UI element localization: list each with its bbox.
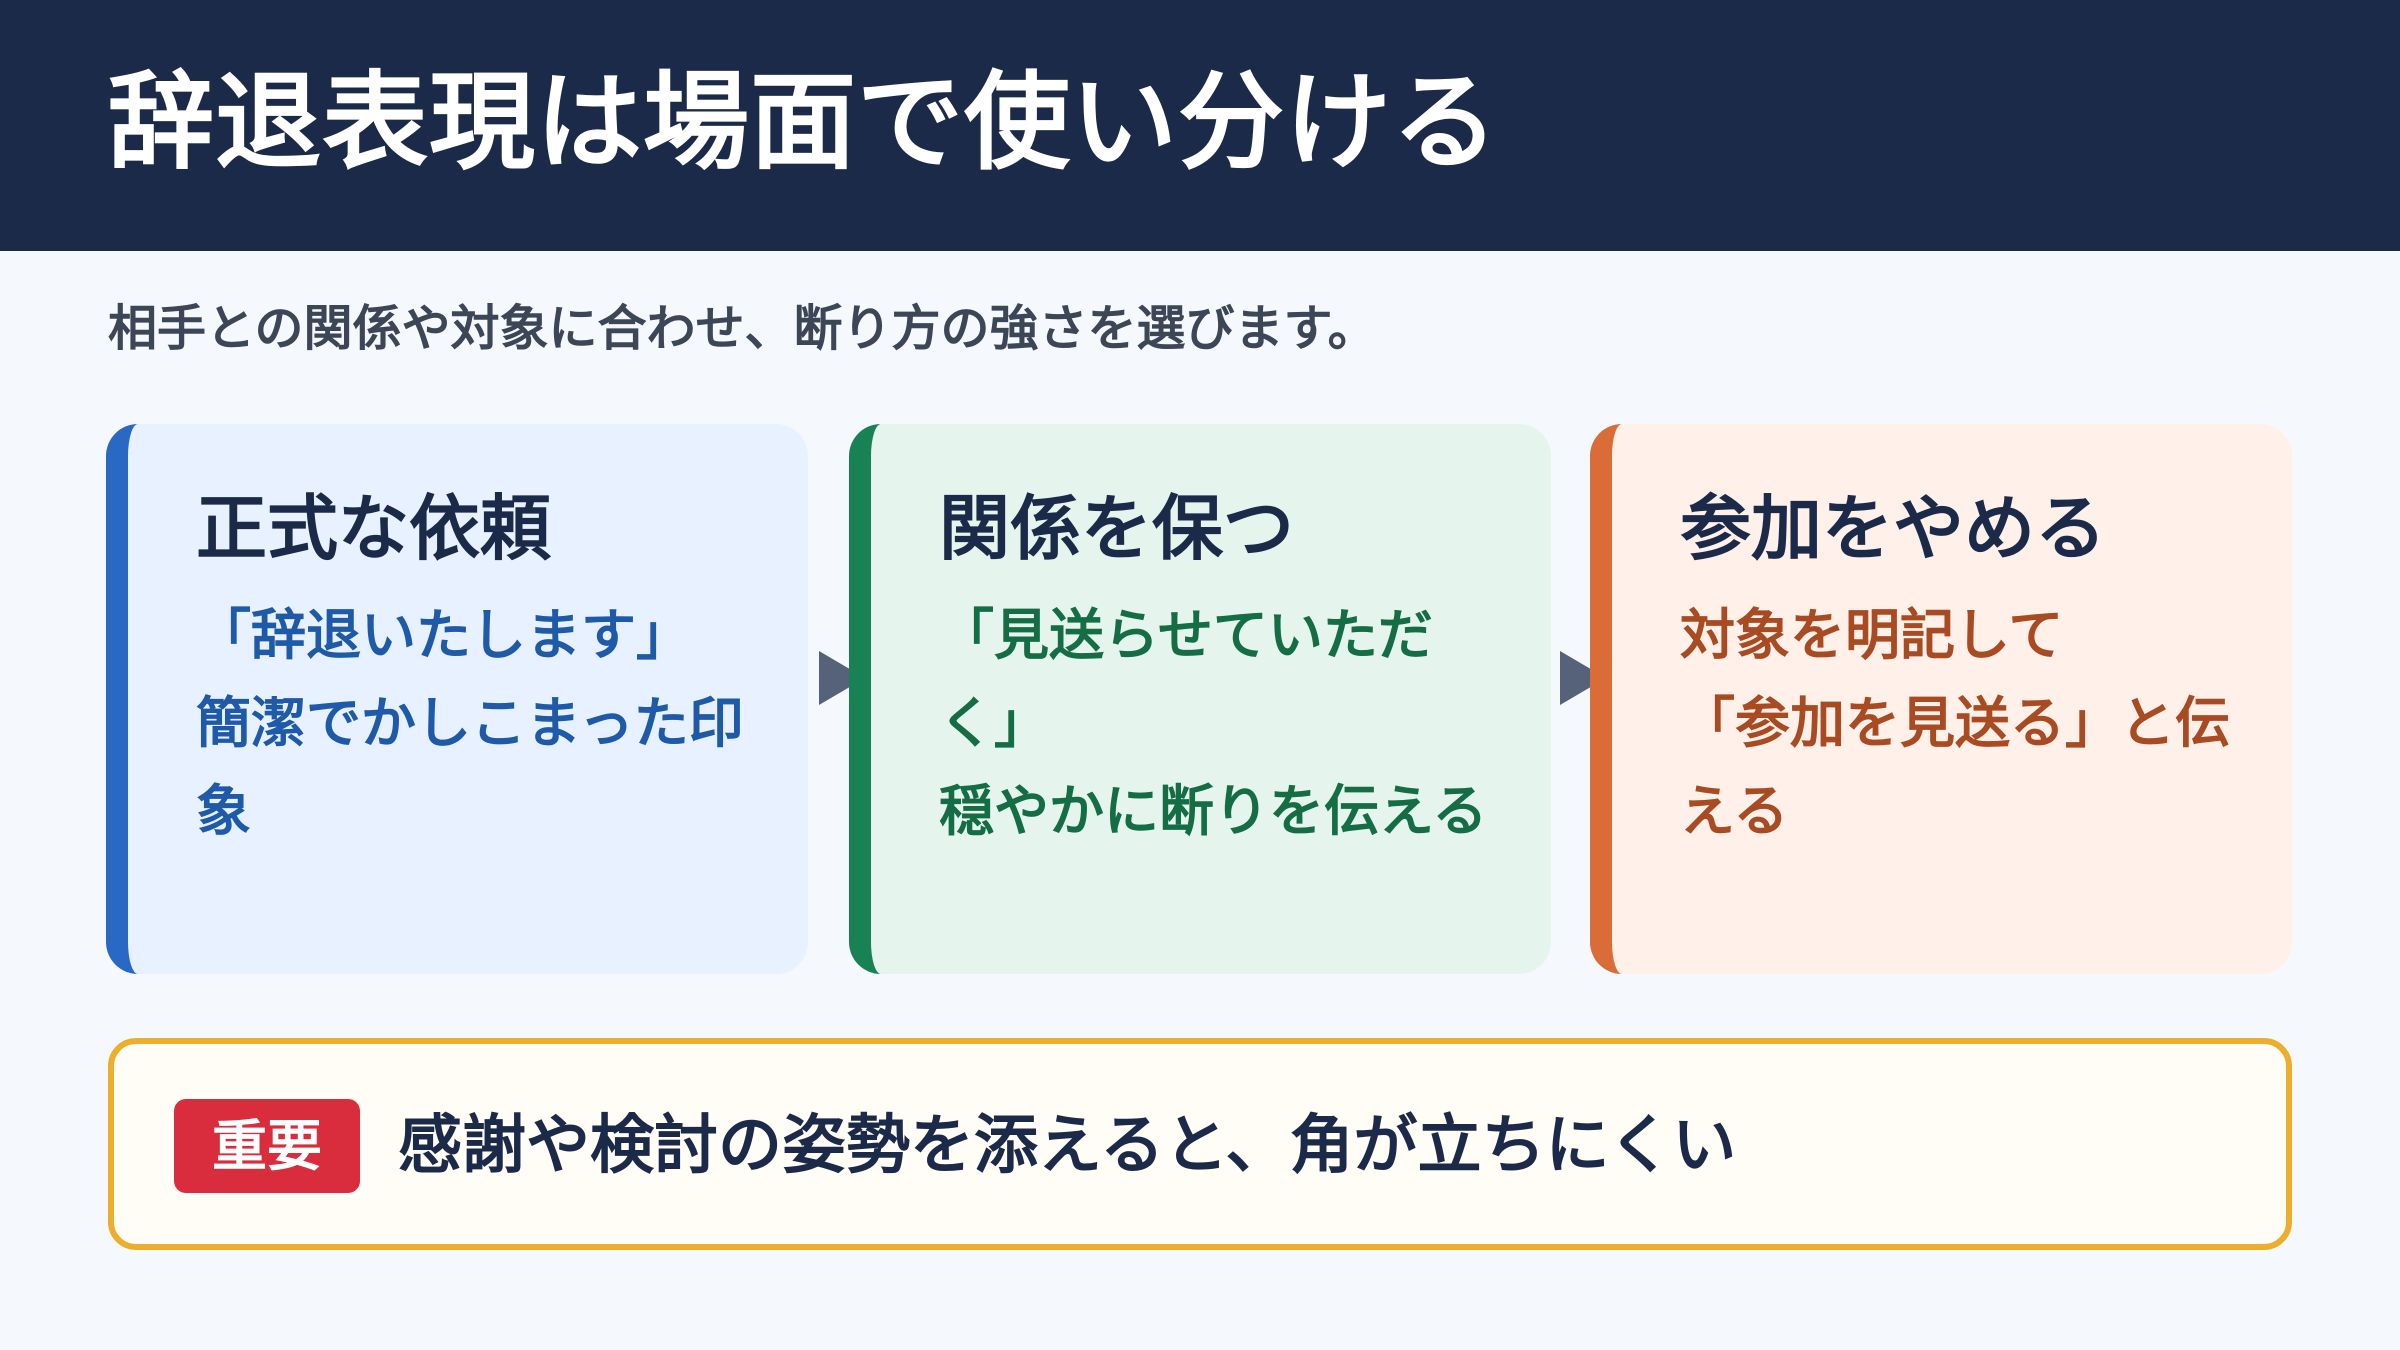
card-line: 穏やかに断りを伝える bbox=[939, 779, 1488, 843]
card-line: 「辞退いたします」 bbox=[196, 603, 692, 667]
card-keep-relationship: 関係を保つ 「見送らせていただ く」 穏やかに断りを伝える bbox=[849, 424, 1551, 974]
header-bar: 辞退表現は場面で使い分ける bbox=[0, 0, 2400, 251]
card-body: 「見送らせていただ く」 穏やかに断りを伝える bbox=[939, 591, 1511, 855]
page-subtitle: 相手との関係や対象に合わせ、断り方の強さを選びます。 bbox=[108, 300, 1377, 357]
card-formal-request: 正式な依頼 「辞退いたします」 簡潔でかしこまった印 象 bbox=[106, 424, 808, 974]
card-line: 「見送らせていただ bbox=[939, 603, 1433, 667]
important-badge: 重要 bbox=[174, 1099, 360, 1193]
card-body: 対象を明記して 「参加を見送る」と伝 える bbox=[1680, 591, 2252, 855]
card-line: 簡潔でかしこまった印 bbox=[196, 691, 744, 755]
card-line: 象 bbox=[196, 779, 252, 843]
card-body: 「辞退いたします」 簡潔でかしこまった印 象 bbox=[196, 591, 768, 855]
card-title: 正式な依頼 bbox=[196, 487, 552, 570]
page-title: 辞退表現は場面で使い分ける bbox=[108, 61, 1499, 184]
card-line: 対象を明記して bbox=[1680, 603, 2064, 667]
card-title: 関係を保つ bbox=[939, 487, 1295, 570]
card-cancel-participation: 参加をやめる 対象を明記して 「参加を見送る」と伝 える bbox=[1590, 424, 2292, 974]
card-line: 「参加を見送る」と伝 bbox=[1680, 691, 2231, 755]
card-title: 参加をやめる bbox=[1680, 487, 2107, 570]
card-line: く」 bbox=[939, 691, 1050, 755]
important-note-box: 重要 感謝や検討の姿勢を添えると、角が立ちにくい bbox=[108, 1038, 2292, 1250]
card-line: える bbox=[1680, 779, 1789, 843]
important-note-text: 感謝や検討の姿勢を添えると、角が立ちにくい bbox=[398, 1109, 1737, 1183]
